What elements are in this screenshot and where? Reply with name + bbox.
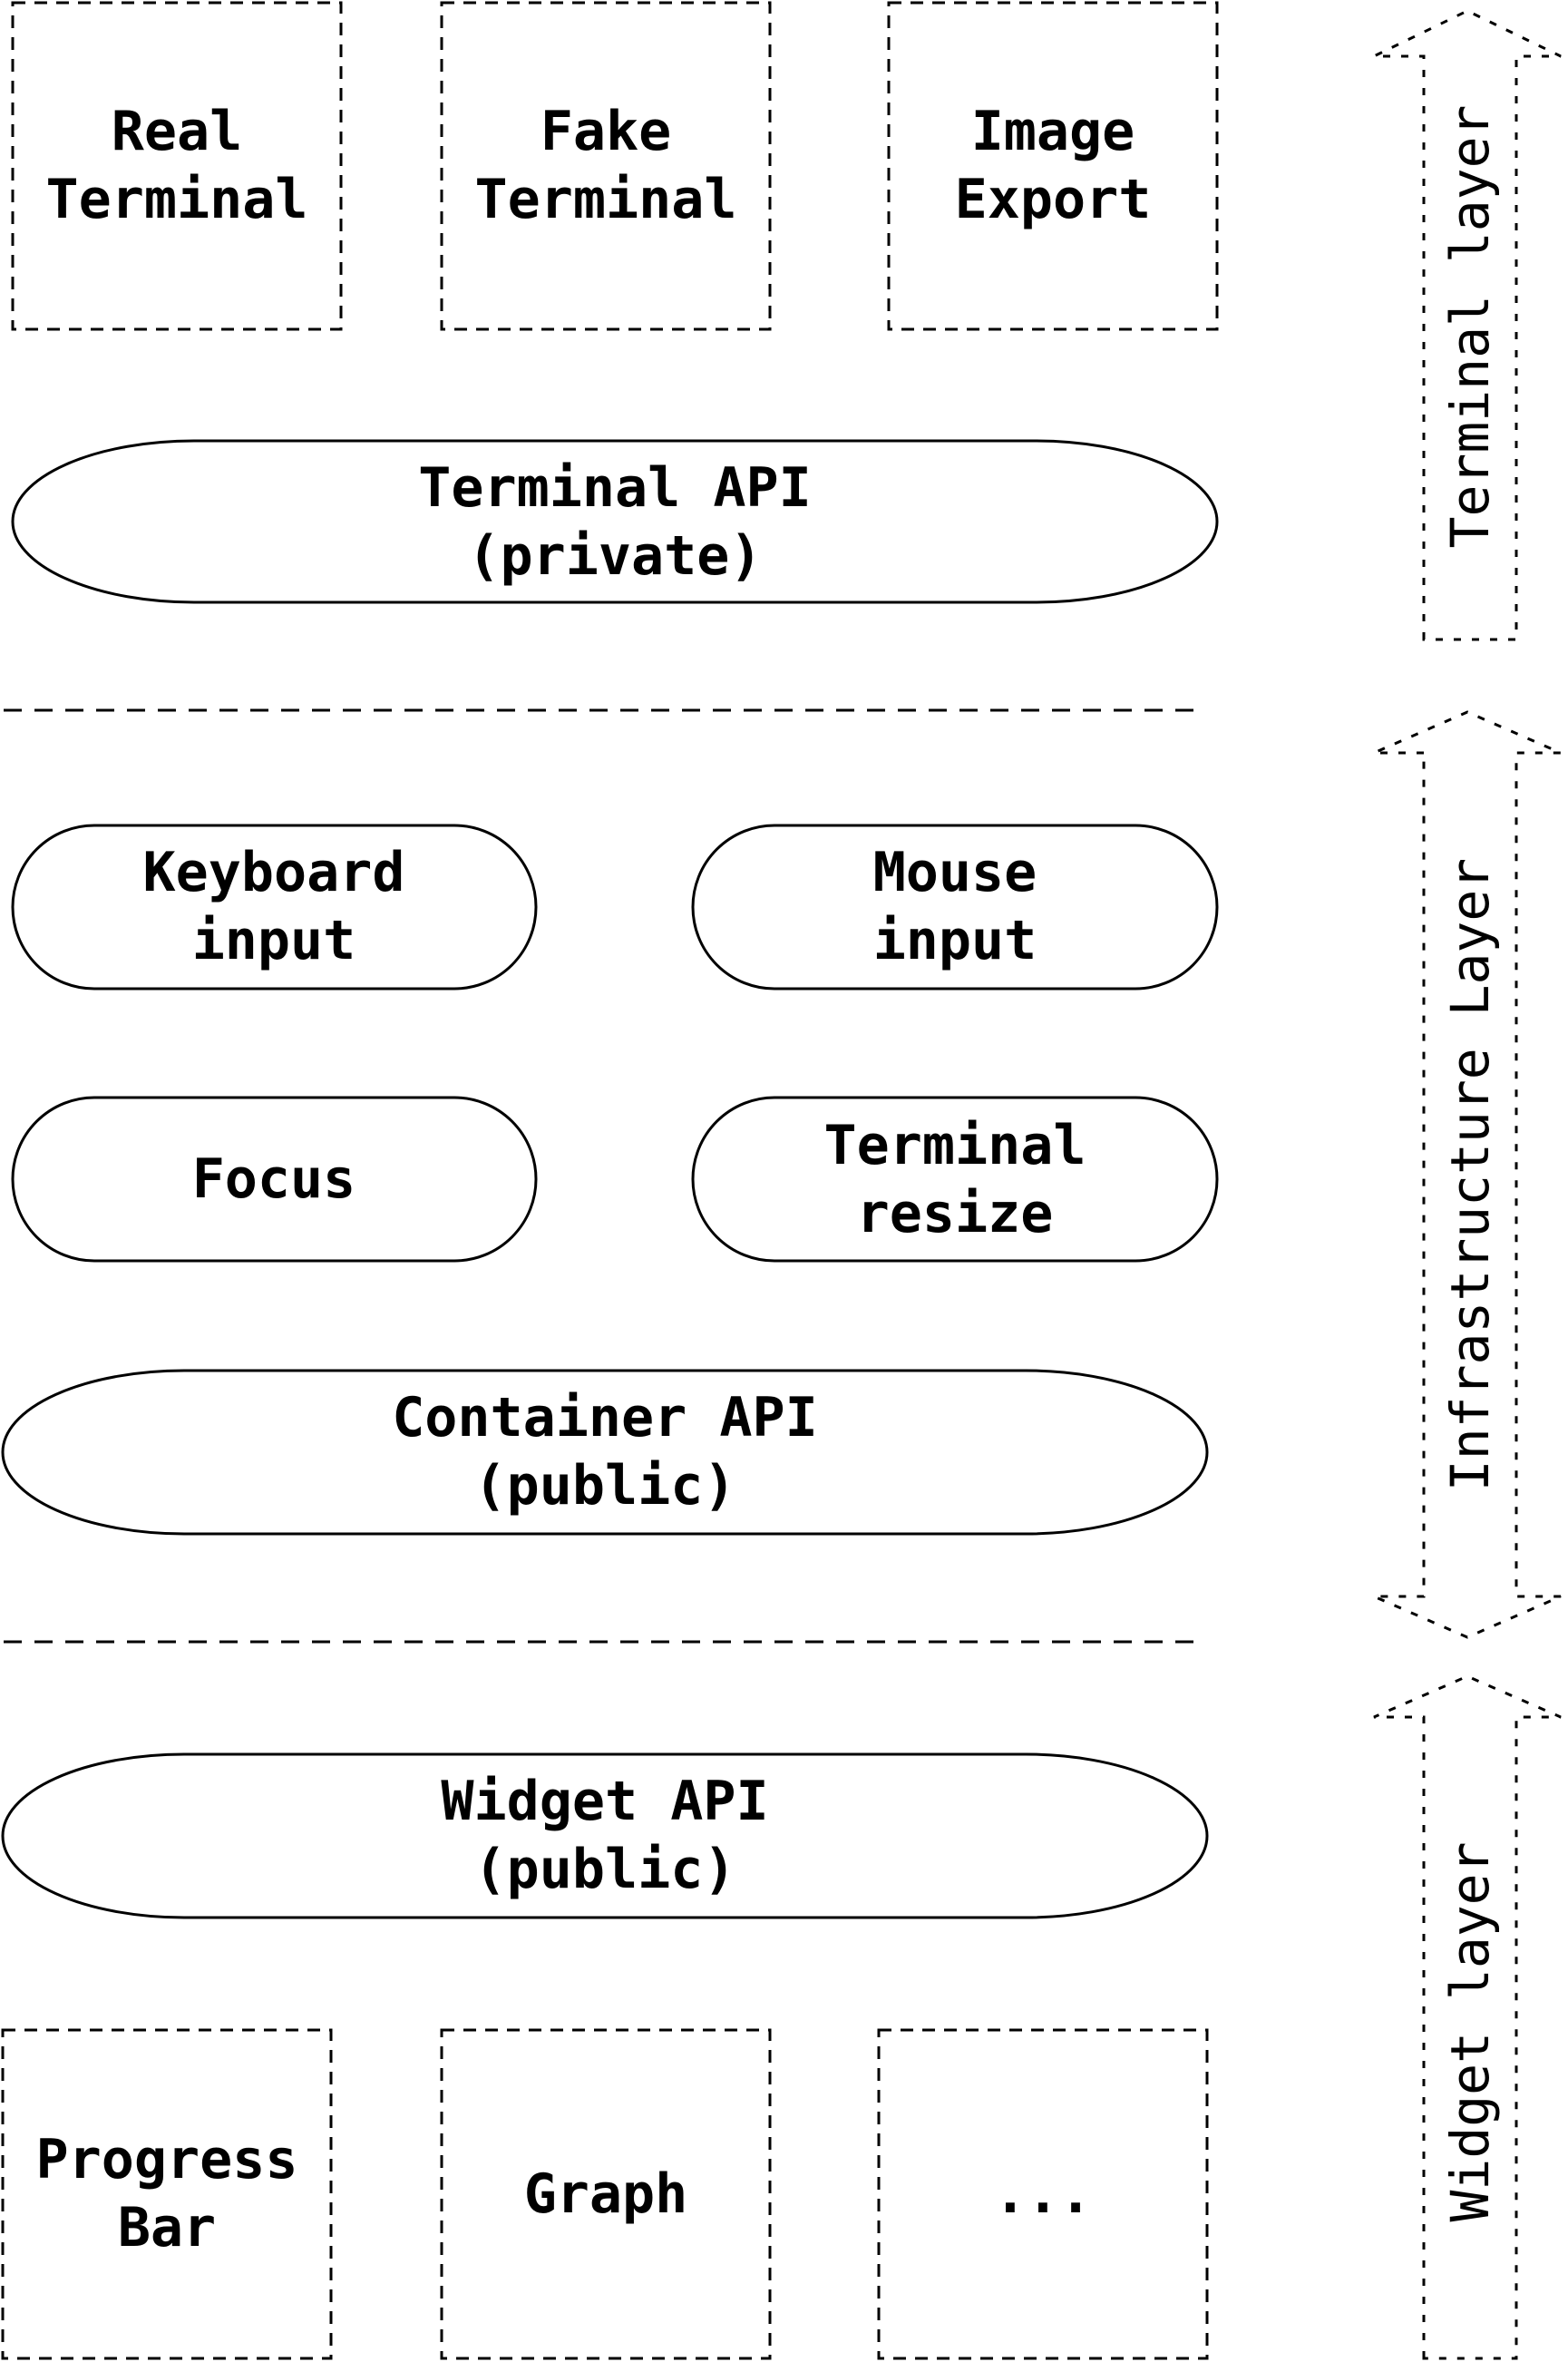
widget-layer-label: Widget layer [1439,1841,1501,2221]
progress-bar-label-line2: Bar [118,2196,216,2260]
keyboard-input-pill: Keyboard input [11,824,538,991]
fake-terminal-label-line1: Fake [541,100,672,163]
more-widgets-label: ... [994,2162,1092,2226]
focus-pill: Focus [11,1096,538,1263]
container-api-label-line1: Container API [392,1386,818,1449]
widget-layer-arrow: Widget layer [1373,1674,1562,2360]
infrastructure-layer-arrow: Infrastructure Layer [1373,710,1562,1639]
infrastructure-layer: Keyboard input Mouse input Focus Termina… [1,824,1219,1536]
infrastructure-layer-label: Infrastructure Layer [1439,858,1501,1491]
more-widgets-box: ... [877,2028,1209,2360]
progress-bar-label-line1: Progress [36,2128,298,2191]
terminal-api-label-line2: (private) [467,524,762,588]
image-export-label-line2: Export [955,168,1152,231]
widget-api-label-line2: (public) [474,1838,736,1901]
keyboard-input-label-line2: input [192,909,356,972]
container-api-pill: Container API (public) [1,1369,1209,1536]
focus-label: Focus [192,1147,356,1211]
image-export-label-line1: Image [971,100,1135,163]
real-terminal-label-line2: Terminal [46,168,308,231]
progress-bar-box: Progress Bar [1,2028,333,2360]
real-terminal-label-line1: Real [112,100,243,163]
terminal-layer-arrow: Terminal layer [1373,9,1562,641]
real-terminal-box: Real Terminal [11,1,343,331]
mouse-input-pill: Mouse input [691,824,1219,991]
terminal-layer: Real Terminal Fake Terminal Image Export… [11,1,1219,604]
widget-api-pill: Widget API (public) [1,1752,1209,1919]
terminal-resize-label-line2: resize [857,1182,1054,1245]
mouse-input-label-line2: input [873,909,1037,972]
terminal-api-pill: Terminal API (private) [11,439,1219,604]
fake-terminal-box: Fake Terminal [440,1,772,331]
graph-label: Graph [524,2162,688,2226]
terminal-layer-label: Terminal layer [1439,105,1501,549]
widget-api-label-line1: Widget API [441,1770,768,1833]
mouse-input-label-line1: Mouse [873,841,1037,904]
keyboard-input-label-line1: Keyboard [143,841,405,904]
fake-terminal-label-line2: Terminal [475,168,737,231]
terminal-resize-label-line1: Terminal [824,1114,1086,1177]
terminal-api-label-line1: Terminal API [418,456,811,520]
widget-layer: Widget API (public) Progress Bar Graph .… [1,1752,1209,2360]
container-api-label-line2: (public) [474,1454,736,1518]
terminal-resize-pill: Terminal resize [691,1096,1219,1263]
image-export-box: Image Export [887,1,1219,331]
graph-box: Graph [440,2028,772,2360]
